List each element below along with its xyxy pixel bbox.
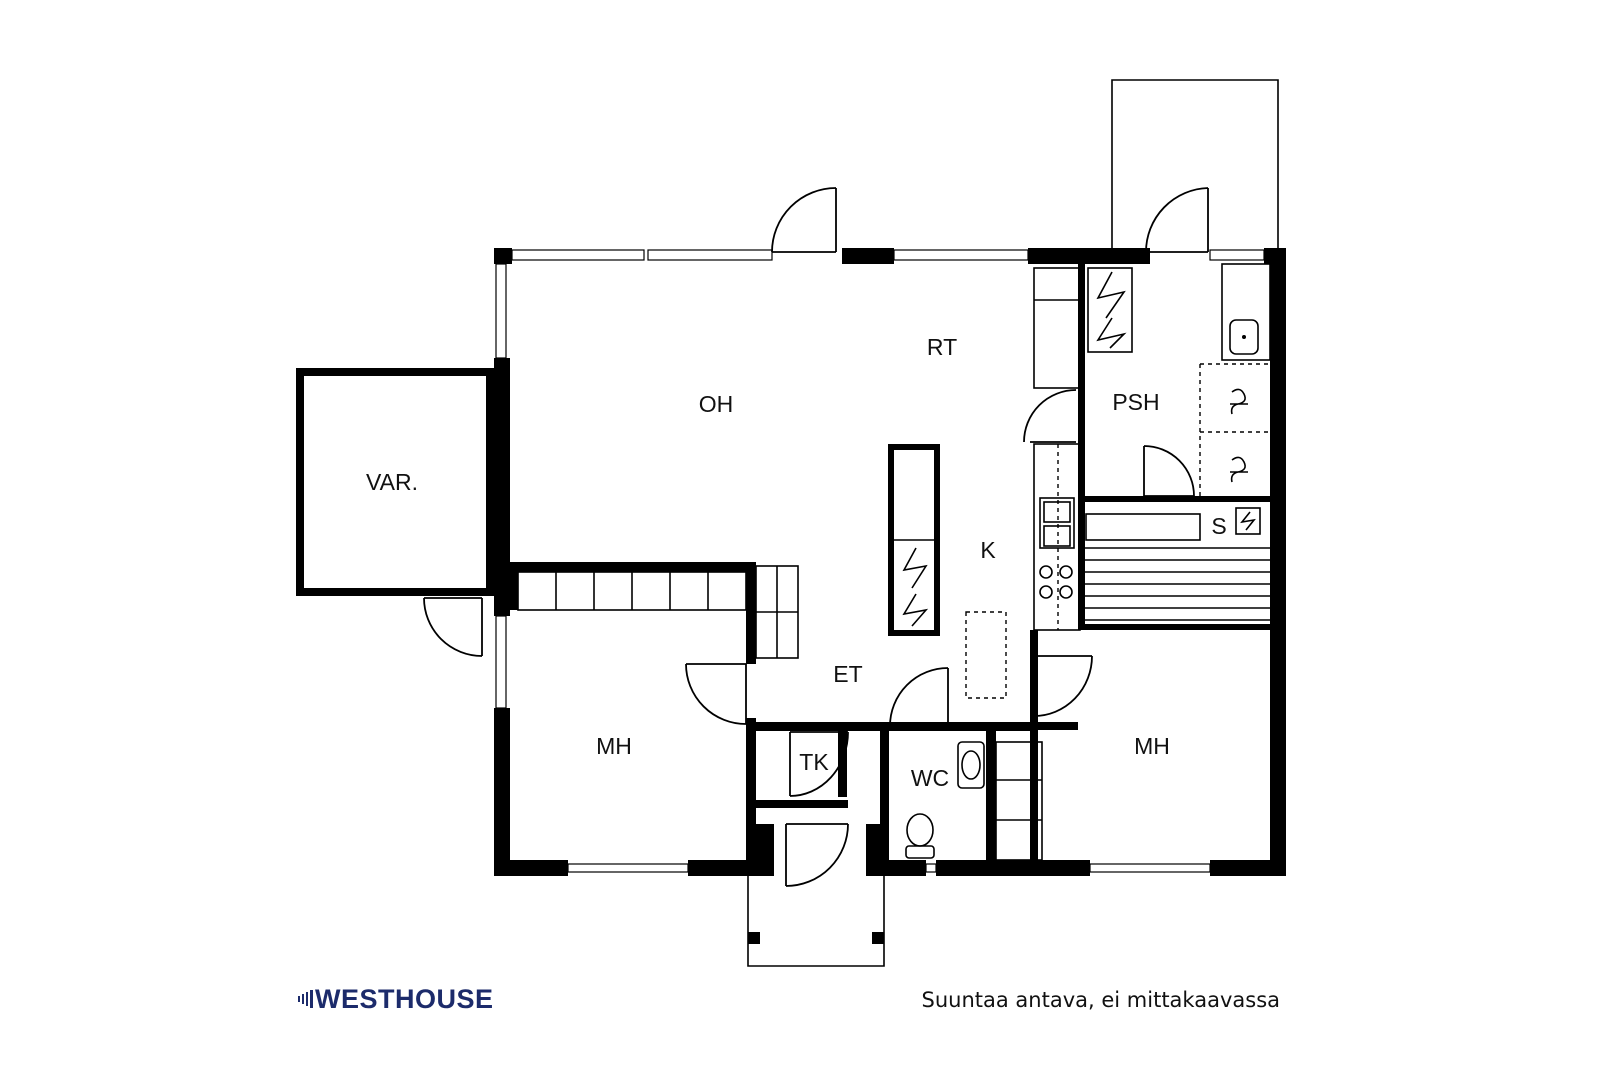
logo-mark-icon	[298, 990, 313, 1008]
interior-walls	[508, 264, 1278, 860]
room-label-mh-left: MH	[596, 733, 632, 759]
wc-fixtures	[905, 741, 1043, 861]
brand-name: WESTHOUSE	[315, 983, 494, 1014]
room-label-et: ET	[833, 661, 862, 687]
room-label-mh-right: MH	[1134, 733, 1170, 759]
staircase	[517, 565, 799, 659]
room-label-psh: PSH	[1112, 389, 1159, 415]
room-label-s: S	[1211, 513, 1226, 539]
room-label-var: VAR.	[366, 469, 418, 495]
exterior-walls	[494, 248, 1286, 876]
room-label-tk: TK	[799, 749, 829, 775]
westhouse-logo: WESTHOUSE	[298, 984, 494, 1014]
room-label-rt: RT	[927, 334, 957, 360]
kitchen-fixtures	[888, 267, 1133, 699]
doors	[423, 187, 1209, 887]
room-label-oh: OH	[699, 391, 734, 417]
entry-porch	[747, 876, 885, 967]
bathroom-fixtures	[1085, 263, 1271, 621]
scale-disclaimer: Suuntaa antava, ei mittakaavassa	[921, 988, 1280, 1012]
room-label-wc: WC	[911, 765, 949, 791]
room-label-k: K	[980, 537, 996, 563]
terrace-outline	[1111, 79, 1279, 248]
windows	[495, 249, 1265, 873]
storage-building	[296, 368, 494, 596]
